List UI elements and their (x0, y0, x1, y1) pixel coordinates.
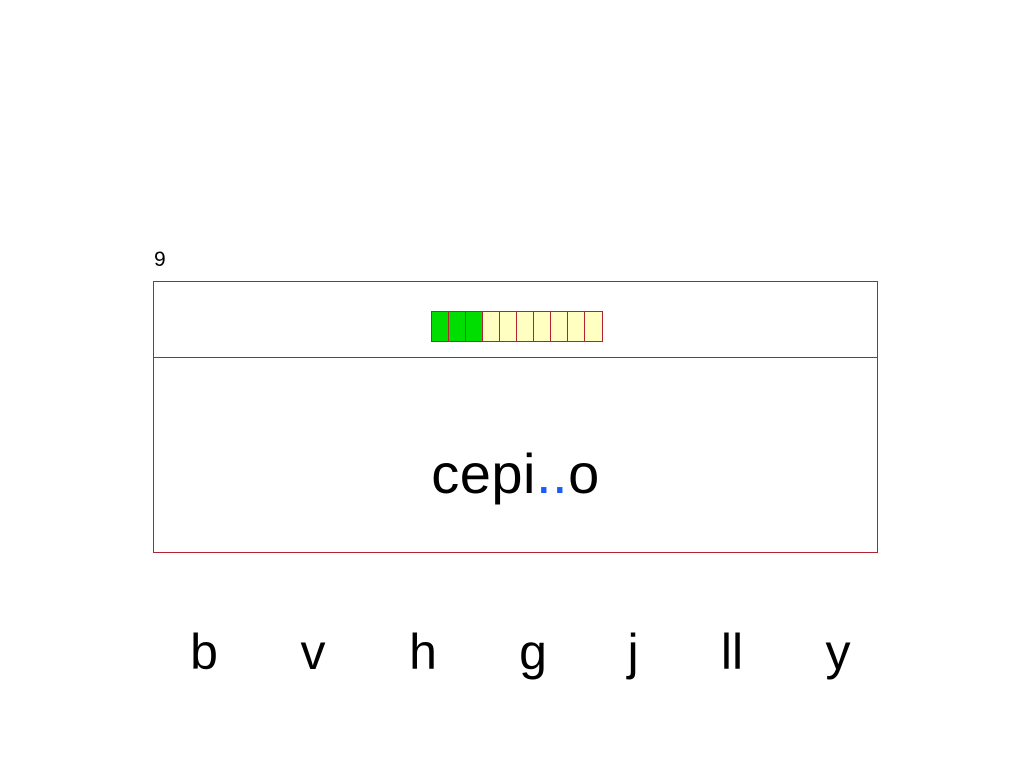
progress-cell-done (449, 312, 466, 341)
word-gap: .. (535, 442, 569, 505)
word-suffix: o (568, 442, 600, 505)
choice-g[interactable]: g (519, 624, 547, 680)
progress-cell-pending (585, 312, 602, 341)
choice-v[interactable]: v (300, 624, 326, 680)
progress-cell-done (432, 312, 449, 341)
progress-cell-done (466, 312, 483, 341)
word-prefix: cepi (431, 442, 536, 505)
progress-cell-pending (500, 312, 517, 341)
progress-area (154, 282, 877, 358)
progress-bar (431, 311, 603, 342)
choice-b[interactable]: b (190, 624, 218, 680)
progress-cell-pending (551, 312, 568, 341)
progress-cell-pending (534, 312, 551, 341)
exercise-card: cepi..o (153, 281, 878, 553)
choice-j[interactable]: j (627, 624, 639, 680)
choice-ll[interactable]: ll (720, 624, 744, 680)
choice-y[interactable]: y (825, 624, 851, 680)
target-word: cepi..o (154, 442, 877, 506)
exercise-number: 9 (154, 248, 166, 271)
progress-cell-pending (483, 312, 500, 341)
progress-cell-pending (568, 312, 585, 341)
progress-cell-pending (517, 312, 534, 341)
choice-h[interactable]: h (409, 624, 437, 680)
